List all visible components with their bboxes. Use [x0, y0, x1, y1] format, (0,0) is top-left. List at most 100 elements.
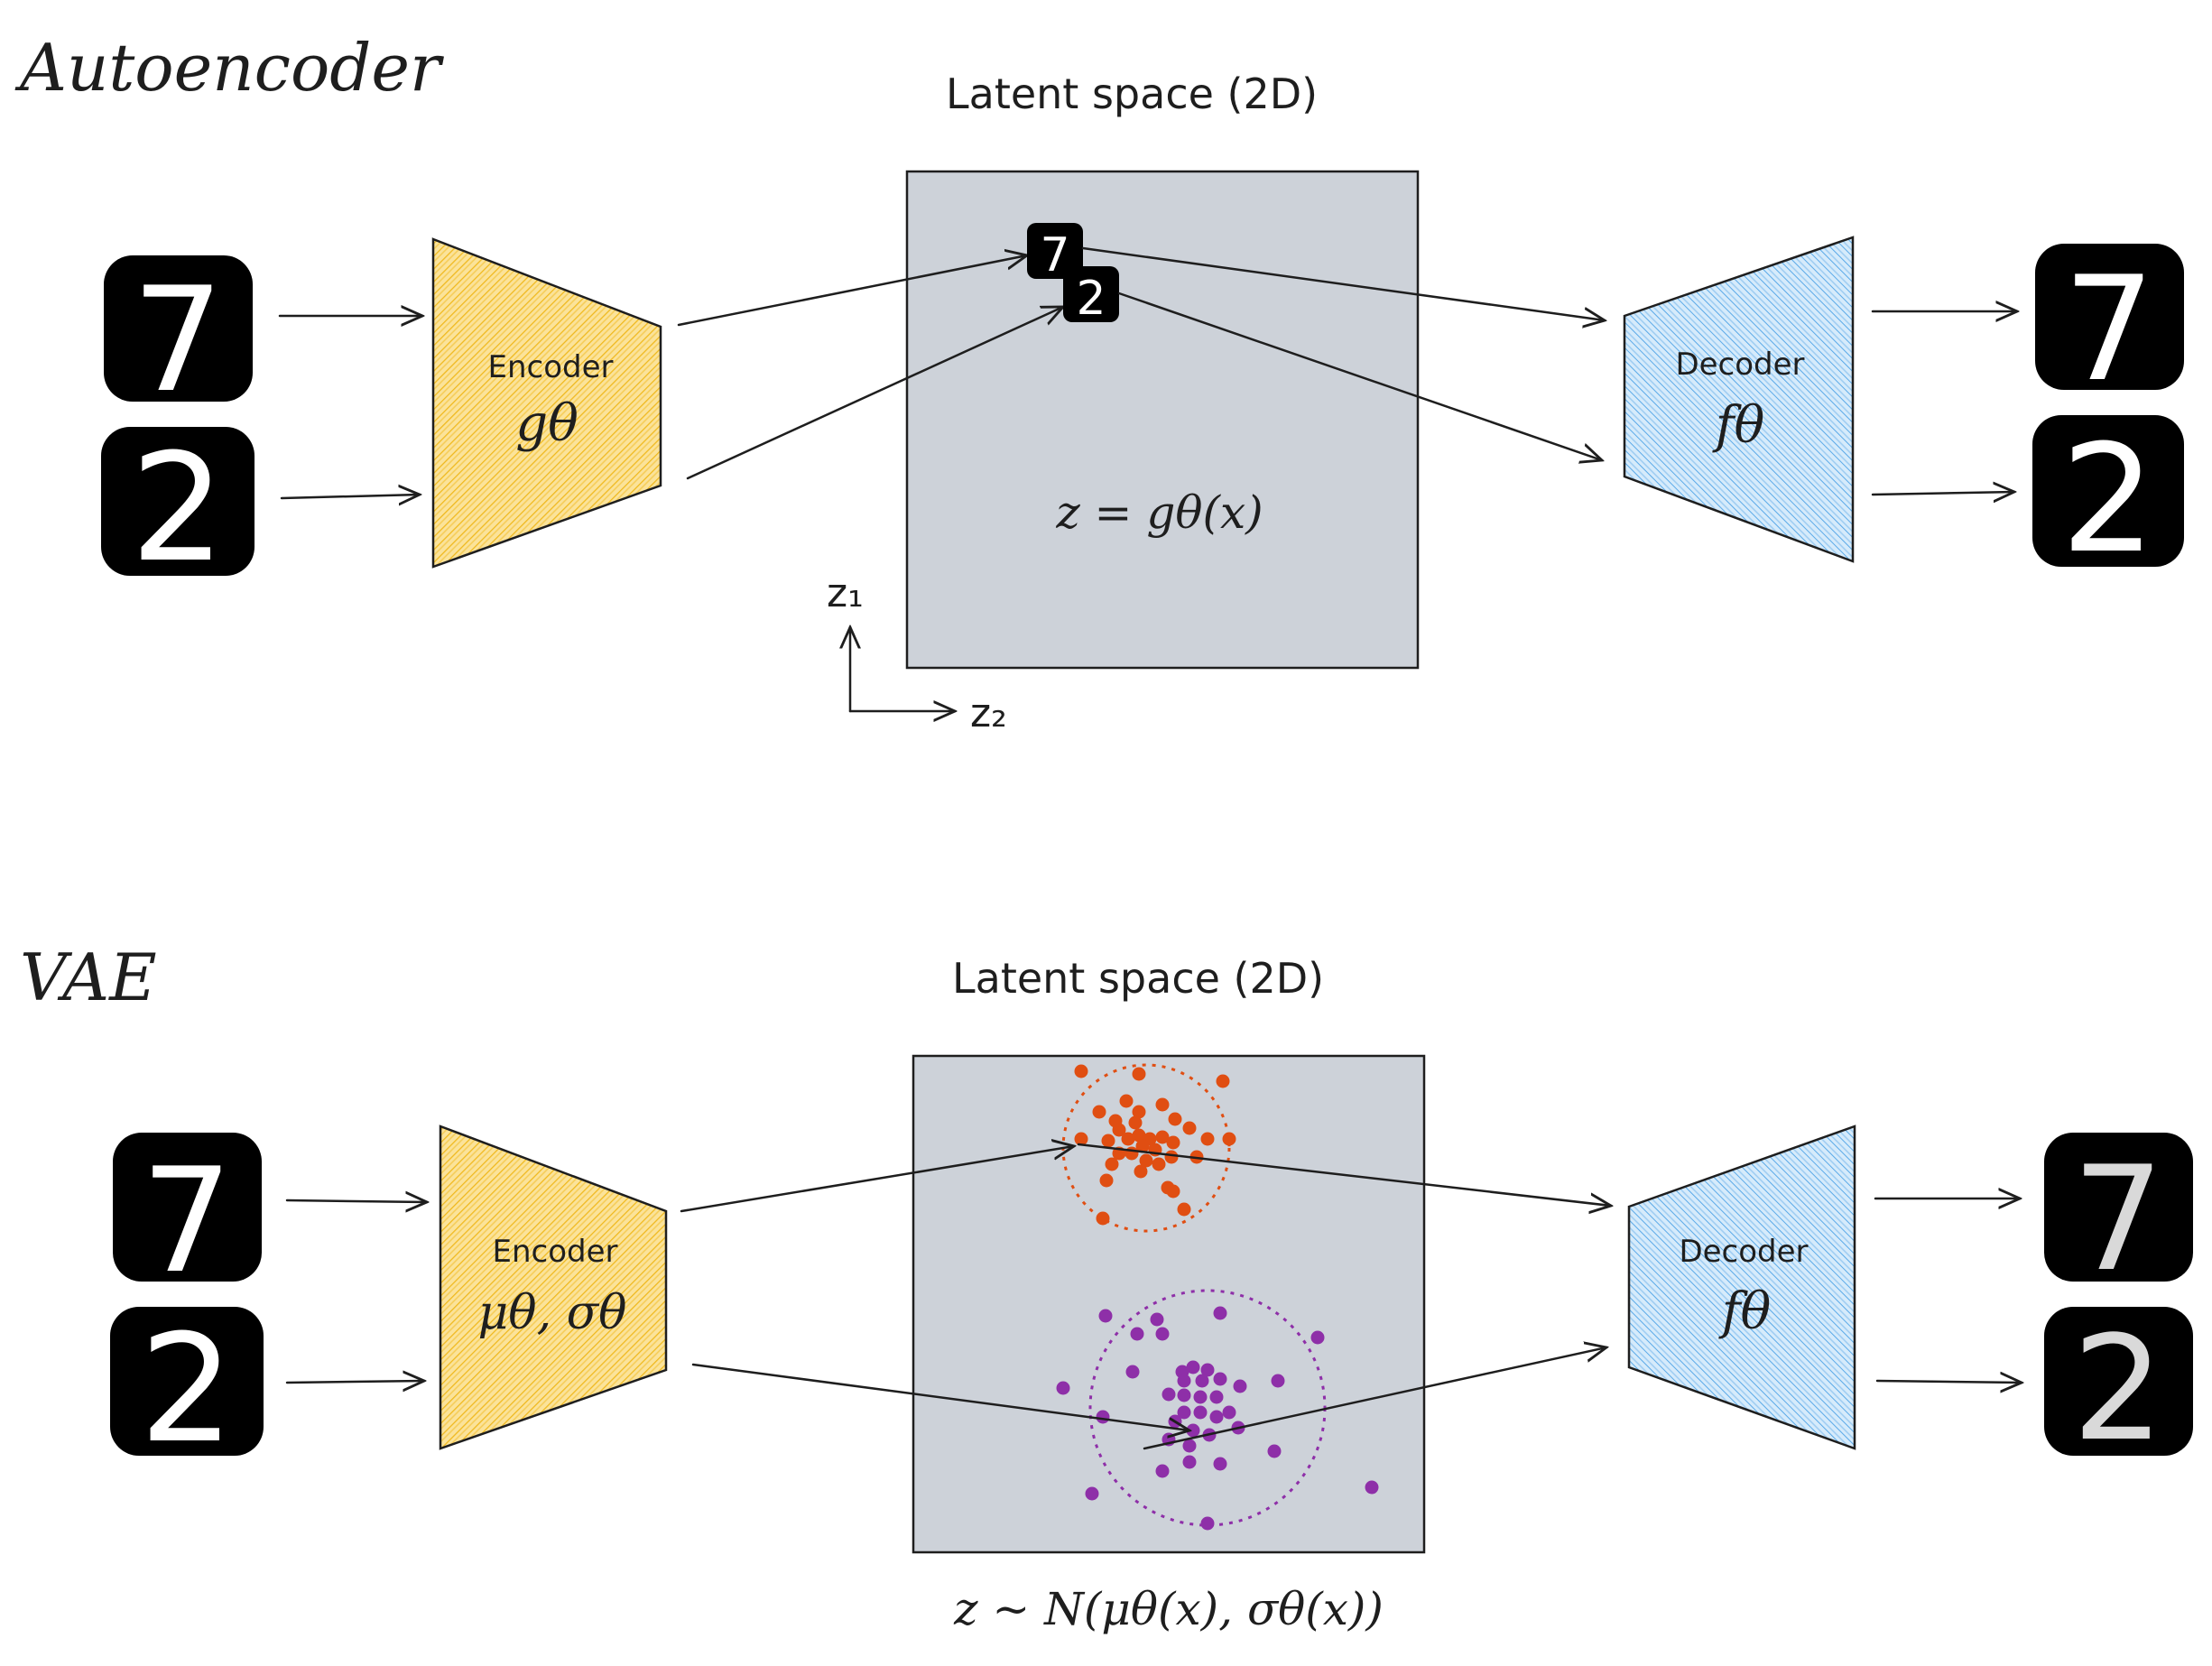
ae-arrow-input-2	[280, 495, 420, 498]
cluster-2-point	[1155, 1464, 1170, 1478]
autoencoder-section: Autoencoder Latent space (2D) 7 2 Encode…	[14, 30, 2184, 736]
cluster-7-point	[1132, 1067, 1146, 1081]
ae-latent-space-label: Latent space (2D)	[946, 69, 1318, 118]
vae-cluster-7	[1061, 1063, 1236, 1233]
cluster-7-point	[1119, 1094, 1134, 1108]
cluster-2-point	[1096, 1410, 1110, 1424]
cluster-7-point	[1132, 1128, 1146, 1143]
cluster-2-point	[1233, 1379, 1247, 1393]
ae-axis-z2-label: z₂	[970, 690, 1007, 736]
ae-output-digit-2: 2	[2032, 412, 2184, 586]
autoencoder-title: Autoencoder	[14, 30, 444, 106]
cluster-2-point	[1155, 1327, 1170, 1341]
ae-latent-code-2: 2	[1063, 266, 1119, 326]
cluster-2-point	[1200, 1516, 1215, 1531]
cluster-7-point	[1200, 1132, 1215, 1146]
cluster-2-point	[1177, 1405, 1191, 1420]
ae-decoder-param: fθ	[1712, 396, 1764, 455]
ae-encoder-block	[431, 237, 662, 569]
svg-text:2: 2	[2072, 1304, 2164, 1473]
vae-latent-space-box	[912, 1054, 1426, 1554]
cluster-2-point	[1195, 1374, 1209, 1388]
svg-text:7: 7	[2072, 1134, 2164, 1303]
ae-output-digit-7: 7	[2035, 244, 2184, 413]
cluster-2-point	[1162, 1387, 1176, 1402]
cluster-2-point	[1193, 1405, 1208, 1420]
cluster-2-point	[1213, 1457, 1227, 1471]
cluster-7-point	[1155, 1097, 1170, 1112]
ae-encoder-param: gθ	[515, 394, 578, 453]
ae-decoder-label: Decoder	[1675, 347, 1804, 383]
vae-arrow-encode-2	[691, 1363, 1189, 1430]
cluster-7-point	[1222, 1132, 1236, 1146]
cluster-2-point	[1193, 1390, 1208, 1404]
cluster-2-point	[1209, 1410, 1224, 1424]
vae-input-digit-2: 2	[110, 1302, 264, 1476]
cluster-7-point	[1166, 1135, 1180, 1150]
cluster-7-point	[1164, 1150, 1179, 1164]
cluster-2-point	[1177, 1388, 1191, 1402]
ae-axis-z1-label: z₁	[827, 570, 864, 616]
ae-latent-space-box	[905, 170, 1420, 670]
vae-output-digit-2: 2	[2044, 1304, 2193, 1473]
cluster-2-point	[1213, 1306, 1227, 1320]
cluster-7-point	[1152, 1157, 1166, 1171]
cluster-7-point	[1101, 1134, 1115, 1148]
cluster-2-point	[1130, 1327, 1144, 1341]
cluster-7-point	[1074, 1132, 1088, 1146]
cluster-7-point	[1092, 1105, 1106, 1119]
vae-arrow-encode-7	[680, 1146, 1074, 1213]
cluster-2-point	[1150, 1312, 1164, 1327]
cluster-7-point	[1166, 1184, 1180, 1199]
ae-input-digit-2: 2	[101, 421, 255, 595]
svg-text:7: 7	[2063, 245, 2155, 413]
cluster-7-point	[1099, 1173, 1114, 1188]
vae-section: VAE Latent space (2D) 7 2 Encoder μθ, σθ	[20, 939, 2193, 1635]
vae-arrow-input-7	[285, 1200, 427, 1202]
vae-equation: z ~ N(μθ(x), σθ(x))	[953, 1583, 1384, 1635]
svg-text:2: 2	[2061, 412, 2156, 586]
cluster-2-point	[1267, 1444, 1282, 1458]
ae-arrow-encode-7	[677, 255, 1027, 327]
cluster-2-point	[1182, 1455, 1197, 1469]
vae-decoder-param: fθ	[1718, 1282, 1771, 1341]
vae-arrow-input-2	[285, 1381, 424, 1383]
ae-arrow-decode-7	[1081, 246, 1605, 320]
cluster-7-point	[1132, 1105, 1146, 1119]
cluster-7-point	[1139, 1153, 1153, 1168]
vae-arrow-decode-2	[1143, 1347, 1606, 1450]
vae-encoder-block	[439, 1125, 668, 1450]
ae-decoder-block	[1623, 236, 1855, 563]
cluster-2-point	[1186, 1360, 1200, 1374]
vae-decoder-label: Decoder	[1679, 1234, 1808, 1270]
vae-title: VAE	[20, 939, 157, 1015]
vae-decoder-block	[1627, 1125, 1856, 1450]
vae-encoder-label: Encoder	[492, 1234, 617, 1270]
ae-latent-axes: z₁ z₂	[827, 570, 1007, 736]
svg-text:2: 2	[131, 421, 226, 595]
svg-text:2: 2	[140, 1302, 235, 1476]
vae-encoder-param: μθ, σθ	[478, 1286, 627, 1340]
cluster-7-point	[1074, 1064, 1088, 1078]
cluster-2-point	[1098, 1309, 1113, 1323]
vae-arrow-decode-7	[1077, 1143, 1611, 1206]
cluster-7-point	[1121, 1132, 1135, 1146]
cluster-7-point	[1216, 1074, 1230, 1088]
ae-input-digit-7: 7	[104, 255, 253, 424]
cluster-7-point	[1105, 1157, 1119, 1171]
cluster-2-point	[1056, 1381, 1070, 1395]
cluster-2-point	[1168, 1414, 1182, 1429]
cluster-2-point	[1182, 1439, 1197, 1453]
cluster-2-point	[1365, 1480, 1379, 1495]
cluster-7-point	[1155, 1130, 1170, 1144]
svg-text:2: 2	[1076, 272, 1106, 326]
cluster-7-point	[1135, 1139, 1150, 1153]
vae-latent-space-label: Latent space (2D)	[952, 954, 1324, 1003]
cluster-2-point	[1310, 1330, 1325, 1345]
cluster-7-point	[1096, 1211, 1110, 1226]
cluster-2-point	[1085, 1486, 1099, 1501]
ae-arrow-output-2	[1871, 492, 2014, 495]
cluster-2-point	[1222, 1405, 1236, 1420]
svg-text:7: 7	[141, 1136, 233, 1305]
